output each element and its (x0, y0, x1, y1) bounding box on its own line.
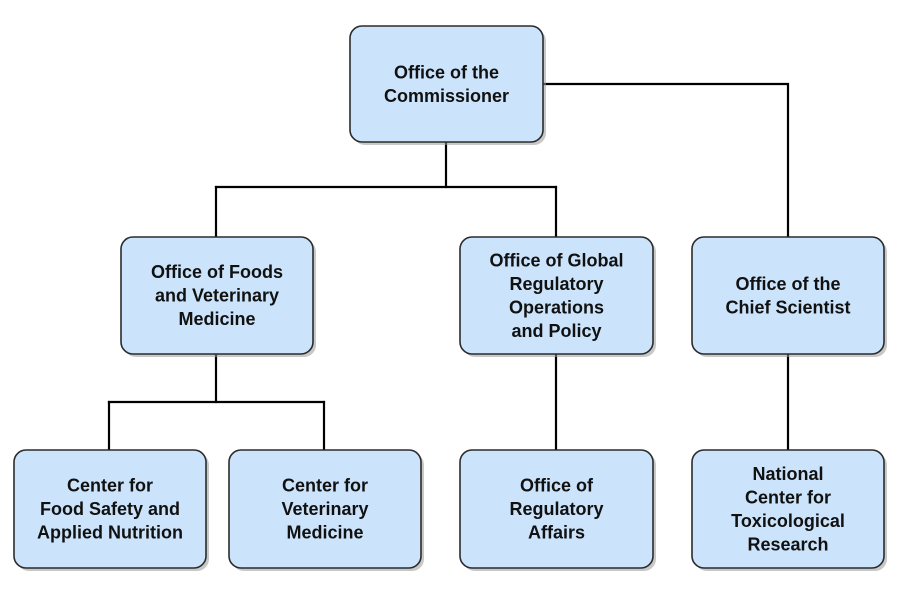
node-box (459, 449, 654, 569)
node-box (691, 236, 885, 355)
node-label-line: Affairs (528, 523, 585, 543)
node-label-line: and Policy (511, 321, 601, 341)
node-label-line: Office of Foods (151, 262, 283, 282)
node-label-line: Operations (509, 297, 604, 317)
node-label-line: Regulatory (509, 499, 603, 519)
node-label-line: Office of the (394, 62, 499, 82)
node-box (13, 449, 207, 569)
node-box (691, 449, 885, 569)
node-label-line: Center for (282, 476, 368, 496)
node-label-line: Commissioner (384, 86, 509, 106)
node-box (459, 236, 654, 355)
node-label-line: Medicine (178, 309, 255, 329)
node-label-line: Veterinary (281, 499, 368, 519)
node-label-line: Center for (745, 487, 831, 507)
node-label-line: Research (747, 534, 828, 554)
node-label-line: and Veterinary (155, 286, 279, 306)
node-label-line: Regulatory (509, 274, 603, 294)
node-label-line: Medicine (286, 523, 363, 543)
node-label-line: Chief Scientist (725, 297, 850, 317)
node-label-line: Office of the (735, 274, 840, 294)
node-label-line: Office of (520, 476, 594, 496)
node-box (120, 236, 314, 355)
node-label-line: Center for (67, 476, 153, 496)
connectors (107, 82, 790, 452)
node-label-line: Office of Global (489, 250, 623, 270)
node-label-line: National (752, 464, 823, 484)
connector-to-chief-scientist (541, 82, 790, 239)
node-box (349, 25, 544, 143)
node-box (228, 449, 422, 569)
node-label-line: Applied Nutrition (37, 523, 183, 543)
node-label-line: Food Safety and (40, 499, 180, 519)
node-label-line: Toxicological (731, 511, 845, 531)
